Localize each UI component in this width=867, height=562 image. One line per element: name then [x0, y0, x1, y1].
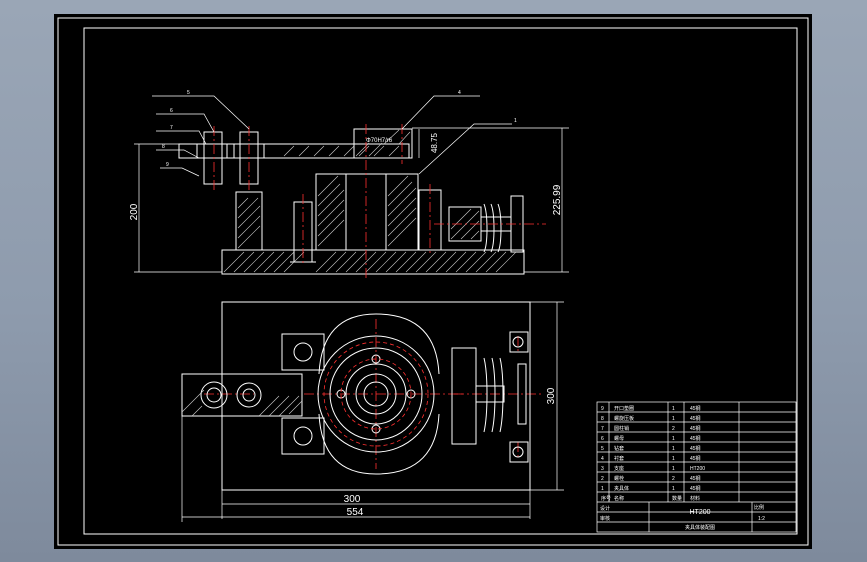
- cad-viewport[interactable]: 200 225.99 48.75 300 300 554 Φ70H7/r6 5 …: [54, 14, 812, 549]
- parts-list-cell-mat: 45钢: [690, 435, 701, 442]
- scale-value: 1:2: [758, 516, 765, 522]
- parts-list-cell-mat: 45钢: [690, 455, 701, 462]
- parts-list-cell-qty: 1: [672, 406, 675, 412]
- parts-list-cell-mat: 45钢: [690, 425, 701, 432]
- parts-list-cell-no: 3: [601, 466, 604, 472]
- parts-list-cell-no: 6: [601, 436, 604, 442]
- dim-width-300: 300: [344, 494, 361, 505]
- center-lines: [204, 124, 546, 469]
- parts-list-cell-qty: 1: [672, 466, 675, 472]
- parts-list-cell-name: 钻套: [614, 445, 624, 452]
- designer-label: 设计: [600, 505, 610, 512]
- parts-list-cell-no: 7: [601, 426, 604, 432]
- parts-list-cell-qty: 2: [672, 476, 675, 482]
- parts-list-cell-name: 螺母: [614, 435, 624, 442]
- parts-list-cell-qty: 1: [672, 446, 675, 452]
- callout-8: 8: [162, 144, 165, 150]
- parts-list-cell-no: 序号: [601, 495, 611, 502]
- parts-list-cell-mat: 45钢: [690, 485, 701, 492]
- parts-list-cell-name: 衬套: [614, 455, 624, 462]
- parts-list-cell-mat: 45钢: [690, 475, 701, 482]
- parts-list-cell-name: 夹具体: [614, 485, 629, 492]
- parts-list-cell-mat: HT200: [690, 466, 705, 472]
- plan-view: [181, 301, 531, 491]
- parts-list-cell-qty: 1: [672, 486, 675, 492]
- callout-9: 9: [166, 162, 169, 168]
- parts-list-cell-name: 开口垫圈: [614, 405, 634, 412]
- drawing-title: 夹具体装配图: [685, 524, 715, 531]
- assembly-drawing: 200 225.99 48.75 300 300 554 Φ70H7/r6 5 …: [57, 17, 809, 546]
- parts-list-cell-qty: 1: [672, 436, 675, 442]
- plan-hatching: [181, 389, 303, 417]
- title-block-text: 9 开口垫圈 1 45钢 8 螺旋压板 1 45钢 7 圆柱销 2 45钢 6 螺母 1 45钢 5 钻套 1 45钢…: [601, 405, 705, 502]
- parts-list-cell-name: 名称: [614, 495, 624, 502]
- parts-list-cell-no: 9: [601, 406, 604, 412]
- dim-depth-48: 48.75: [430, 132, 439, 153]
- title-block-footer: 设计 审核 HT200 比例 1:2 夹具体装配图: [600, 504, 765, 531]
- dimension-lines: [134, 95, 569, 522]
- parts-list-cell-qty: 1: [672, 416, 675, 422]
- callout-7: 7: [170, 125, 173, 131]
- section-hatching: [223, 129, 517, 273]
- parts-list-cell-qty: 2: [672, 426, 675, 432]
- fit-note: Φ70H7/r6: [366, 138, 393, 144]
- parts-list-cell-mat: 材料: [690, 495, 700, 502]
- dim-height-300-plan: 300: [546, 387, 557, 404]
- callout-1: 1: [514, 118, 517, 124]
- front-section-view: [178, 128, 525, 275]
- title-block: [596, 401, 797, 533]
- parts-list-cell-name: 螺旋压板: [614, 415, 634, 422]
- pitch-circle: [323, 341, 429, 447]
- inner-frame: [83, 27, 798, 535]
- dim-height-225: 225.99: [552, 184, 563, 215]
- outer-frame: [57, 17, 809, 546]
- parts-list-cell-no: 8: [601, 416, 604, 422]
- callout-6: 6: [170, 108, 173, 114]
- callout-4: 4: [458, 90, 461, 96]
- scale-label: 比例: [754, 504, 764, 511]
- parts-list-cell-mat: 45钢: [690, 445, 701, 452]
- material-label: HT200: [689, 509, 710, 516]
- parts-list-cell-name: 螺栓: [614, 475, 624, 482]
- parts-list-cell-no: 1: [601, 486, 604, 492]
- parts-list-cell-no: 2: [601, 476, 604, 482]
- dimension-text: 200 225.99 48.75 300 300 554 Φ70H7/r6 5 …: [129, 90, 563, 518]
- parts-list-cell-name: 支座: [614, 465, 624, 472]
- checker-label: 审核: [600, 515, 610, 522]
- parts-list-cell-mat: 45钢: [690, 415, 701, 422]
- dim-overall-554: 554: [347, 507, 364, 518]
- parts-list-cell-qty: 1: [672, 456, 675, 462]
- parts-list-cell-mat: 45钢: [690, 405, 701, 412]
- callout-5: 5: [187, 90, 190, 96]
- parts-list-cell-qty: 数量: [672, 495, 682, 502]
- parts-list-cell-no: 4: [601, 456, 604, 462]
- parts-list-cell-name: 圆柱销: [614, 425, 629, 432]
- parts-list-cell-no: 5: [601, 446, 604, 452]
- dim-height-200: 200: [129, 203, 140, 220]
